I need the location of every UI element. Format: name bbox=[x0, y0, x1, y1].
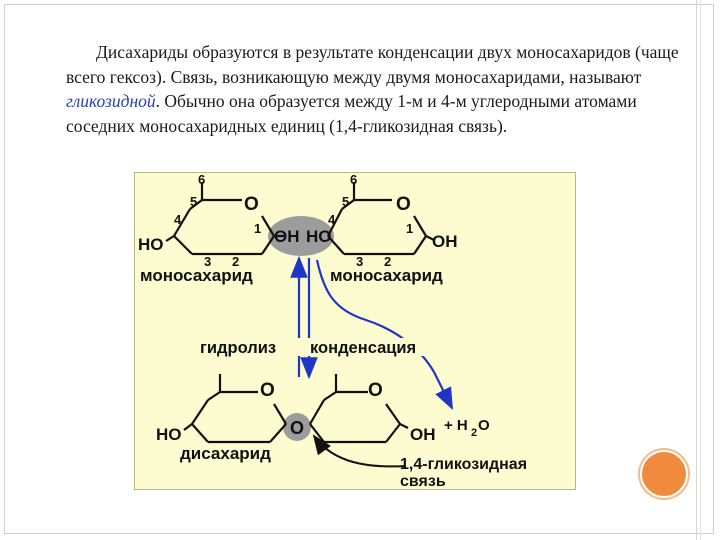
disaccharide-diagram: 6 5 4 O 1 3 2 HO OH моносахарид 6 5 4 O … bbox=[138, 172, 527, 490]
left-oh-label: OH bbox=[274, 227, 300, 246]
ring-oxygen-label: O bbox=[396, 194, 411, 215]
carbon-3-label: 3 bbox=[204, 254, 211, 269]
right-monosaccharide-name: моносахарид bbox=[330, 266, 443, 285]
reacting-groups-highlight bbox=[268, 216, 334, 256]
disaccharide-ho-label: HO bbox=[156, 425, 182, 444]
ring-oxygen-label: O bbox=[244, 194, 259, 215]
left-monosaccharide-ring bbox=[165, 182, 284, 256]
carbon-6-label: 6 bbox=[350, 172, 357, 187]
carbon-1-label: 1 bbox=[406, 221, 413, 236]
slide-frame-line bbox=[696, 0, 697, 540]
paragraph-text-end: . Обычно она образуется между 1-м и 4-м … bbox=[66, 91, 637, 136]
right-oh-label: OH bbox=[432, 232, 458, 251]
hydrolysis-label-bg bbox=[198, 338, 302, 356]
glycosidic-bond-label-line2: связь bbox=[400, 473, 446, 490]
glycosidic-bond-label-line1: 1,4-гликозидная bbox=[400, 456, 527, 473]
condensation-label: конденсация bbox=[310, 339, 416, 357]
bridge-oxygen-label: O bbox=[290, 418, 304, 438]
glycosidic-term: гликозидной bbox=[66, 91, 156, 111]
carbon-2-label: 2 bbox=[232, 254, 239, 269]
slide-paragraph: Дисахариды образуются в результате конде… bbox=[66, 40, 686, 138]
slide-frame-line bbox=[700, 0, 701, 540]
carbon-5-label: 5 bbox=[342, 194, 349, 209]
diagram-panel bbox=[134, 172, 576, 490]
carbon-4-label: 4 bbox=[174, 212, 182, 227]
carbon-5-label: 5 bbox=[190, 194, 197, 209]
decorative-orange-circle bbox=[640, 450, 688, 498]
paragraph-text-start: Дисахариды образуются в результате конде… bbox=[66, 42, 679, 87]
carbon-2-label: 2 bbox=[384, 254, 391, 269]
disaccharide-ring-oxygen-right: O bbox=[368, 380, 383, 401]
bridge-oxygen-highlight bbox=[283, 413, 311, 441]
left-ho-label: HO bbox=[138, 235, 164, 254]
water-subscript: 2 bbox=[471, 427, 477, 439]
left-monosaccharide-name: моносахарид bbox=[140, 266, 253, 285]
disaccharide-name: дисахарид bbox=[180, 444, 271, 463]
water-release-arrow bbox=[315, 259, 453, 410]
carbon-4-label: 4 bbox=[328, 212, 336, 227]
carbon-6-label: 6 bbox=[198, 172, 205, 187]
carbon-1-label: 1 bbox=[254, 221, 261, 236]
disaccharide-rings bbox=[183, 374, 409, 444]
glycosidic-bond-pointer bbox=[312, 434, 407, 468]
right-ho-label: HO bbox=[306, 227, 332, 246]
hydrolysis-label: гидролиз bbox=[200, 339, 276, 357]
slide-frame bbox=[4, 4, 714, 534]
water-oxygen-label: O bbox=[478, 417, 490, 434]
carbon-3-label: 3 bbox=[356, 254, 363, 269]
water-plus-label: + H bbox=[444, 417, 468, 434]
right-monosaccharide-ring bbox=[327, 182, 435, 256]
disaccharide-ring-oxygen-left: O bbox=[260, 380, 275, 401]
condensation-label-bg bbox=[306, 338, 450, 356]
disaccharide-oh-label: OH bbox=[410, 425, 436, 444]
